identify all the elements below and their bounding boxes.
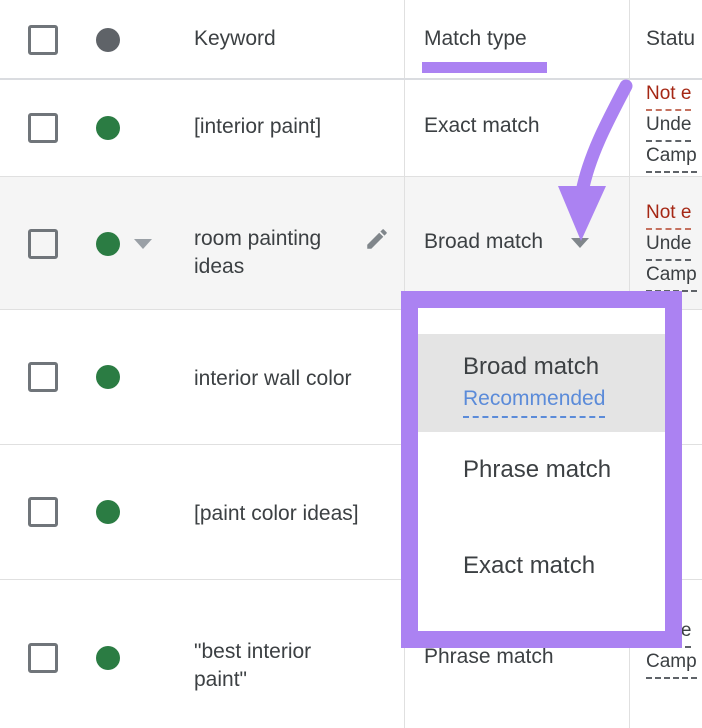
dropdown-option-label: Exact match — [463, 552, 596, 579]
keyword-text: interior wall color — [194, 367, 352, 390]
cell-keyword: [interior paint] — [194, 113, 359, 141]
cell-match-type[interactable]: Exact match — [424, 114, 624, 138]
match-type-dropdown-caret[interactable] — [571, 238, 589, 248]
column-header-match-type[interactable]: Match type — [424, 27, 624, 51]
row-status-dot — [96, 646, 120, 670]
keyword-text: "best interior paint" — [194, 640, 312, 691]
dropdown-option-label: Phrase match — [463, 456, 612, 483]
column-header-keyword[interactable]: Keyword — [194, 27, 359, 51]
cell-match-type[interactable]: Phrase match — [424, 645, 624, 669]
status-campaign-text: Camp — [646, 142, 697, 173]
cell-keyword: [paint color ideas] — [194, 500, 359, 528]
column-divider-status — [629, 580, 630, 728]
select-all-checkbox[interactable] — [28, 25, 58, 55]
status-campaign-text: Camp — [646, 261, 697, 292]
cell-keyword: "best interior paint" — [194, 638, 359, 694]
column-divider-status — [629, 80, 630, 176]
row-checkbox[interactable] — [28, 113, 58, 143]
dropdown-option-phrase-match[interactable]: Phrase match — [418, 453, 665, 507]
checkbox-box — [28, 497, 58, 527]
match-type-text: Phrase match — [424, 645, 554, 668]
status-dot-icon — [96, 500, 120, 524]
column-divider-match — [404, 177, 405, 309]
status-line-3: Camp — [646, 648, 702, 679]
status-line-1: Not e — [646, 80, 702, 111]
chevron-down-icon — [134, 239, 152, 249]
status-under-review-text: Unde — [646, 111, 692, 142]
cell-keyword: room painting ideas — [194, 225, 359, 281]
status-dot-icon — [96, 365, 120, 389]
row-expand-caret[interactable] — [134, 239, 152, 249]
cell-status: Not e Unde Camp — [646, 80, 702, 173]
dropdown-option-label: Broad match — [463, 353, 600, 380]
status-dot-icon — [96, 28, 120, 52]
column-divider-match — [404, 80, 405, 176]
column-divider-status — [629, 0, 630, 78]
status-line-2: Unde — [646, 111, 702, 142]
status-line-2: Unde — [646, 230, 702, 261]
table-header-row: Keyword Match type Statu — [0, 0, 702, 80]
status-not-eligible-text: Not e — [646, 199, 692, 230]
match-type-dropdown-menu: Broad match Recommended Phrase match Exa… — [401, 291, 682, 648]
status-line-3: Camp — [646, 261, 702, 292]
cell-match-type[interactable]: Broad match — [424, 230, 624, 254]
row-status-dot — [96, 116, 120, 140]
status-dot-icon — [96, 116, 120, 140]
row-checkbox[interactable] — [28, 497, 58, 527]
column-header-match-type-label: Match type — [424, 27, 527, 50]
checkbox-box — [28, 362, 58, 392]
pencil-icon — [367, 229, 387, 249]
match-type-text: Broad match — [424, 230, 544, 253]
keyword-text: [interior paint] — [194, 115, 322, 138]
row-status-dot — [96, 500, 120, 524]
status-line-1: Not e — [646, 199, 702, 230]
checkbox-box — [28, 113, 58, 143]
dropdown-option-recommended-badge[interactable]: Recommended — [463, 384, 606, 418]
status-dot-icon — [96, 646, 120, 670]
chevron-down-icon — [571, 238, 589, 248]
row-checkbox[interactable] — [28, 229, 58, 259]
row-status-dot — [96, 365, 120, 389]
column-divider-match — [404, 0, 405, 78]
checkbox-box — [28, 25, 58, 55]
edit-keyword-button[interactable] — [364, 226, 390, 252]
header-status-dot — [96, 28, 120, 52]
status-dot-icon — [96, 232, 120, 256]
column-header-status[interactable]: Statu — [646, 27, 702, 51]
column-header-keyword-label: Keyword — [194, 27, 276, 50]
row-checkbox[interactable] — [28, 362, 58, 392]
column-divider-status — [629, 177, 630, 309]
match-type-text: Exact match — [424, 114, 540, 137]
status-under-review-text: Unde — [646, 230, 692, 261]
checkbox-box — [28, 643, 58, 673]
table-row[interactable]: [interior paint] Exact match Not e Unde … — [0, 80, 702, 177]
column-header-status-label: Statu — [646, 27, 696, 50]
keyword-text: room painting ideas — [194, 227, 322, 278]
status-campaign-text: Camp — [646, 648, 697, 679]
column-divider-match — [404, 580, 405, 728]
dropdown-option-exact-match[interactable]: Exact match — [418, 549, 665, 603]
status-line-3: Camp — [646, 142, 702, 173]
cell-status: Not e Unde Camp — [646, 199, 702, 292]
row-checkbox[interactable] — [28, 643, 58, 673]
dropdown-option-broad-match[interactable]: Broad match Recommended — [418, 334, 665, 432]
status-not-eligible-text: Not e — [646, 80, 692, 111]
dropdown-list: Broad match Recommended Phrase match Exa… — [418, 308, 665, 631]
annotation-underline-match-type — [422, 62, 547, 73]
row-status-dot — [96, 232, 120, 256]
keyword-text: [paint color ideas] — [194, 502, 359, 525]
checkbox-box — [28, 229, 58, 259]
cell-keyword: interior wall color — [194, 365, 359, 393]
